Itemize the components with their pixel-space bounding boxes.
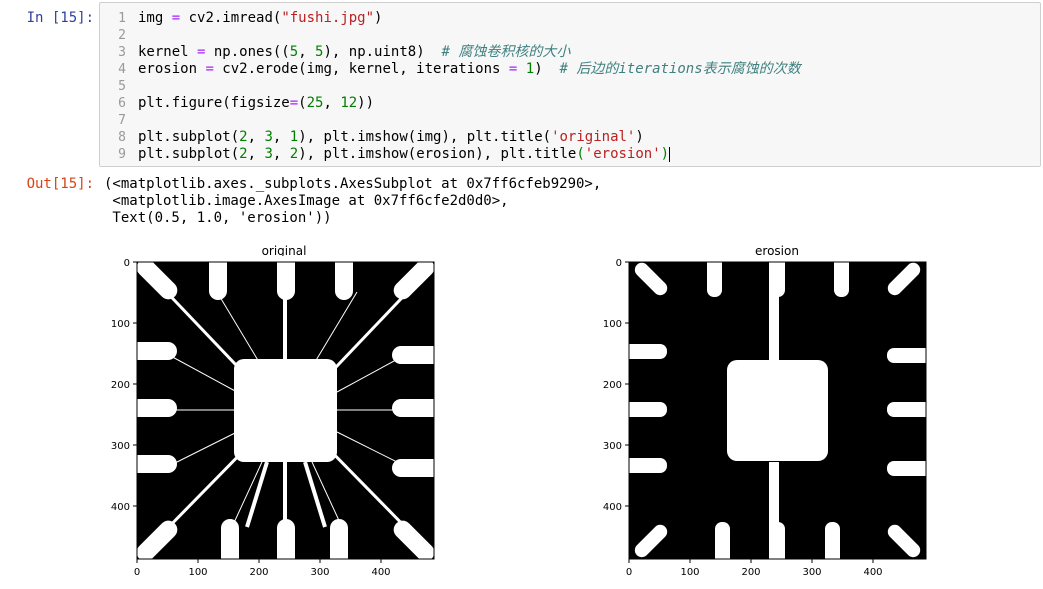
code-line-2 [138, 27, 801, 44]
y-tick-label: 300 [603, 441, 622, 452]
x-tick-label: 300 [802, 567, 821, 578]
code-line-7 [138, 112, 801, 129]
code-line-9: plt.subplot(2, 3, 2), plt.imshow(erosion… [138, 146, 671, 162]
plot-title-erosion: erosion [755, 244, 799, 258]
text-cursor [669, 146, 671, 162]
x-tick-label: 0 [134, 567, 140, 578]
x-tick-label: 100 [680, 567, 699, 578]
line-number: 8 [118, 130, 126, 145]
y-tick-label: 400 [111, 502, 130, 513]
x-tick-label: 400 [371, 567, 390, 578]
line-number: 4 [118, 62, 126, 77]
line-number: 2 [118, 28, 126, 43]
y-tick-label: 0 [616, 258, 622, 269]
line-number: 9 [118, 147, 126, 162]
y-tick-label: 100 [603, 319, 622, 330]
cell-output-text: (<matplotlib.axes._subplots.AxesSubplot … [104, 176, 601, 227]
y-tick-label: 300 [111, 441, 130, 452]
code-cell-input[interactable]: 1 2 3 4 5 6 7 8 9 img = cv2.imread("fush… [99, 2, 1041, 167]
line-number: 1 [118, 11, 126, 26]
input-prompt: In [15]: [26, 10, 94, 26]
plot-original: 0 100 200 300 400 0 100 200 300 400 [111, 256, 442, 578]
code-line-8: plt.subplot(2, 3, 1), plt.imshow(img), p… [138, 129, 644, 145]
x-tick-label: 100 [188, 567, 207, 578]
plot-erosion: 0 100 200 300 400 0 100 200 300 400 [603, 256, 935, 578]
x-tick-label: 200 [741, 567, 760, 578]
x-tick-label: 300 [310, 567, 329, 578]
code-line-4: erosion = cv2.erode(img, kernel, iterati… [138, 61, 801, 77]
code-line-5 [138, 78, 801, 95]
y-tick-label: 400 [603, 502, 622, 513]
x-tick-label: 400 [863, 567, 882, 578]
code-line-3: kernel = np.ones((5, 5), np.uint8) # 腐蚀卷… [138, 44, 571, 60]
code-editor[interactable]: img = cv2.imread("fushi.jpg") kernel = n… [138, 10, 801, 163]
y-tick-label: 200 [111, 380, 130, 391]
line-number: 6 [118, 96, 126, 111]
output-line: (<matplotlib.axes._subplots.AxesSubplot … [104, 176, 602, 192]
y-tick-label: 0 [124, 258, 130, 269]
output-line: <matplotlib.image.AxesImage at 0x7ff6cfe… [104, 193, 509, 209]
line-number: 3 [118, 45, 126, 60]
code-line-1: img = cv2.imread("fushi.jpg") [138, 10, 383, 26]
y-tick-label: 100 [111, 319, 130, 330]
line-number: 5 [118, 79, 126, 94]
line-number-gutter: 1 2 3 4 5 6 7 8 9 [100, 10, 130, 163]
code-line-6: plt.figure(figsize=(25, 12)) [138, 95, 375, 111]
output-line: Text(0.5, 1.0, 'erosion')) [104, 210, 332, 226]
plot-title-original: original [261, 244, 307, 258]
y-tick-label: 200 [603, 380, 622, 391]
output-prompt: Out[15]: [26, 176, 94, 192]
x-tick-label: 0 [626, 567, 632, 578]
x-tick-label: 200 [249, 567, 268, 578]
line-number: 7 [118, 113, 126, 128]
